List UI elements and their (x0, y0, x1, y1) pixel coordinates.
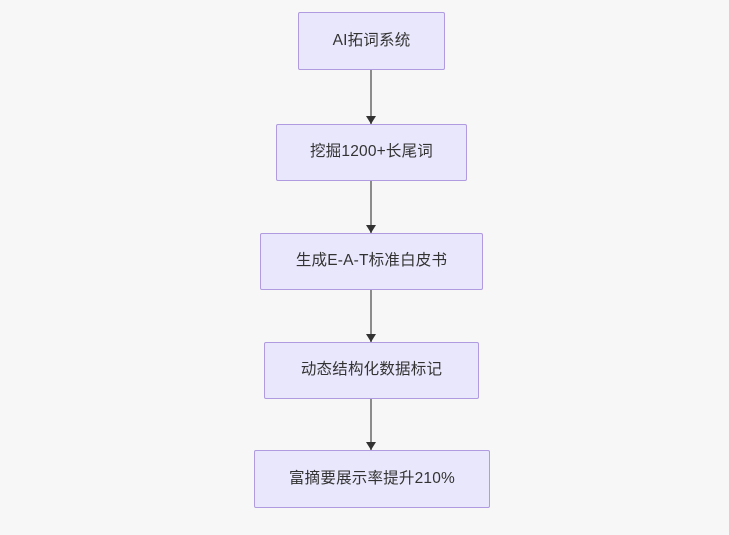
connector-line (370, 290, 372, 342)
node-label: 动态结构化数据标记 (300, 361, 443, 379)
arrowhead-icon (366, 116, 376, 124)
flowchart-node-mine-longtail-keywords[interactable]: 挖掘1200+长尾词 (276, 124, 467, 181)
connector-line (370, 399, 372, 450)
arrowhead-icon (366, 334, 376, 342)
node-label: AI拓词系统 (332, 31, 411, 49)
arrowhead-icon (366, 442, 376, 450)
arrowhead-icon (366, 225, 376, 233)
node-label: 挖掘1200+长尾词 (309, 143, 434, 161)
flowchart-node-dynamic-structured-data-markup[interactable]: 动态结构化数据标记 (264, 342, 479, 399)
flowchart-node-ai-keyword-system[interactable]: AI拓词系统 (298, 12, 445, 70)
flowchart-node-generate-eat-whitepaper[interactable]: 生成E-A-T标准白皮书 (260, 233, 483, 290)
connector-line (370, 181, 372, 233)
connector-line (370, 70, 372, 124)
flowchart-node-rich-snippet-uplift[interactable]: 富摘要展示率提升210% (254, 450, 490, 508)
node-label: 生成E-A-T标准白皮书 (295, 252, 448, 270)
node-label: 富摘要展示率提升210% (288, 469, 456, 487)
